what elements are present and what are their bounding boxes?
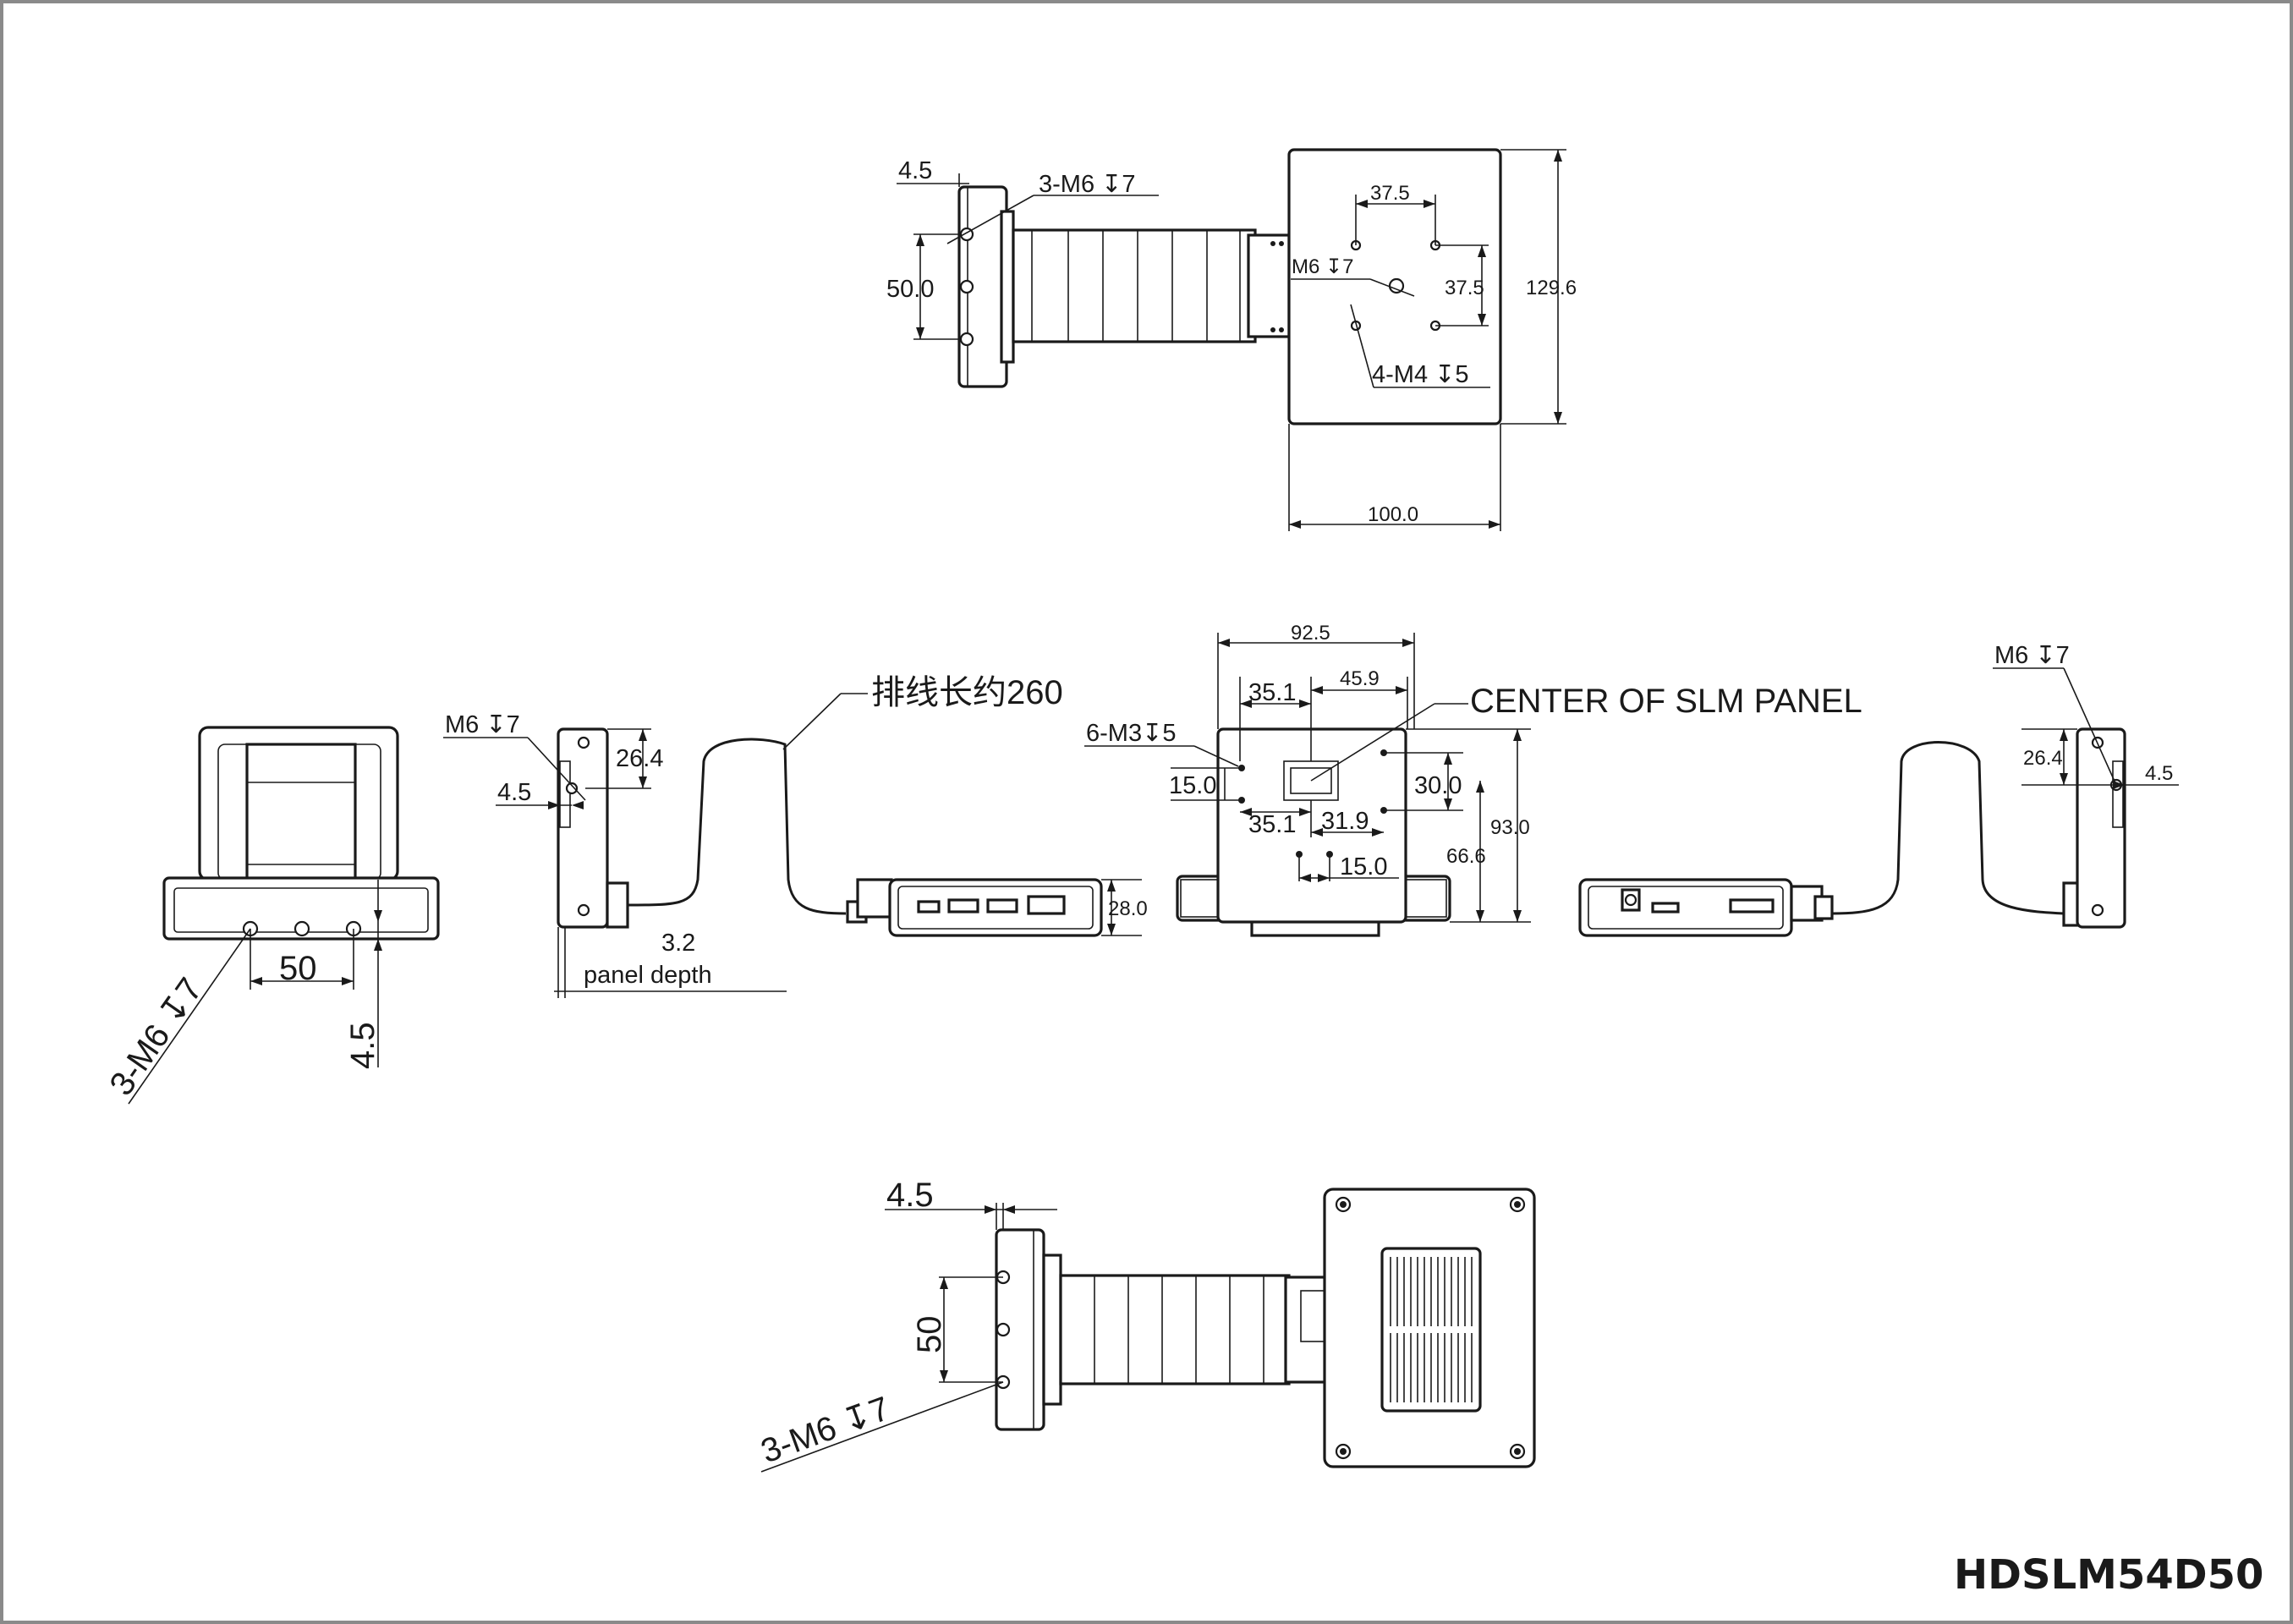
left-end-view: 50 4.5 3-M6 ↧7 xyxy=(102,726,440,1105)
right-side-thread-m6: M6 ↧7 xyxy=(1994,642,2070,669)
right-side-view: M6 ↧7 26.4 4.5 xyxy=(1578,642,2179,937)
left-side-view: 26.4 M6 ↧7 4.5 3.2 panel depth 排线长约260 xyxy=(443,674,1063,998)
front-view: 92.5 35.1 45.9 CENTER OF SLM PANEL 6-M3↧… xyxy=(1084,622,1862,937)
top-dim-50-0: 50.0 xyxy=(886,276,934,303)
front-dim-35-1-mid: 35.1 xyxy=(1248,811,1296,838)
dp-port xyxy=(1027,895,1066,915)
top-dim-37-5-h: 37.5 xyxy=(1370,182,1410,205)
bottom-dim-4-5: 4.5 xyxy=(886,1177,934,1214)
left-side-housing xyxy=(557,727,609,929)
front-dim-35-1-top: 35.1 xyxy=(1248,679,1296,706)
top-flange-hole xyxy=(959,332,974,347)
driver-dim-28-0: 28.0 xyxy=(1108,897,1148,920)
bottom-cable-connector xyxy=(1284,1276,1330,1384)
bottom-dim-50: 50 xyxy=(911,1316,948,1354)
pin-header xyxy=(1729,898,1775,914)
left-side-thread-m6: M6 ↧7 xyxy=(445,711,520,738)
left-end-dim-4-5: 4.5 xyxy=(344,1022,381,1069)
left-side-connector xyxy=(606,881,629,929)
hdmi-port xyxy=(986,898,1018,914)
front-thread-6-m3: 6-M3↧5 xyxy=(1086,720,1177,747)
top-thread-3-m6: 3-M6 ↧7 xyxy=(1039,171,1136,198)
usb-port xyxy=(917,900,941,914)
front-dim-15-0-bottom: 15.0 xyxy=(1340,853,1387,881)
usb-port xyxy=(1651,902,1680,914)
top-dim-4-5: 4.5 xyxy=(898,157,932,184)
cable-length-note: 排线长约260 xyxy=(871,674,1063,711)
hdmi-port xyxy=(947,898,979,914)
panel-depth-label: panel depth xyxy=(584,962,712,989)
top-flange-hole xyxy=(959,279,974,294)
right-side-dim-26-4: 26.4 xyxy=(2023,747,2063,770)
top-dim-129-6: 129.6 xyxy=(1526,277,1577,299)
bottom-flange-plate xyxy=(1042,1254,1062,1406)
top-dim-100-0: 100.0 xyxy=(1368,503,1418,526)
cable-loop-left xyxy=(627,738,847,915)
front-dim-93-0: 93.0 xyxy=(1490,816,1530,839)
left-side-dim-26-4: 26.4 xyxy=(616,745,663,772)
front-dim-66-6: 66.6 xyxy=(1446,845,1486,868)
left-end-thread-3-m6: 3-M6 ↧7 xyxy=(102,971,210,1102)
left-side-dim-3-2: 3.2 xyxy=(661,930,695,957)
left-side-dim-4-5: 4.5 xyxy=(497,779,531,806)
left-end-dim-50: 50 xyxy=(279,950,317,987)
bottom-ribbon-cable xyxy=(1059,1274,1291,1385)
top-dim-37-5-v: 37.5 xyxy=(1445,277,1484,299)
bottom-view: 4.5 50 3-M6 ↧7 xyxy=(756,1177,1536,1473)
top-view: 4.5 50.0 3-M6 ↧7 37.5 37.5 M6 ↧7 4-M4 ↧5 xyxy=(886,148,1577,531)
heatsink-vent xyxy=(1380,1247,1482,1413)
center-of-slm-panel-callout: CENTER OF SLM PANEL xyxy=(1470,683,1862,720)
front-dim-30-0: 30.0 xyxy=(1414,772,1462,799)
right-side-dim-4-5: 4.5 xyxy=(2145,762,2173,785)
front-dim-92-5: 92.5 xyxy=(1291,622,1330,645)
front-dim-45-9: 45.9 xyxy=(1340,667,1380,690)
driver-box: 28.0 xyxy=(846,878,1148,937)
cable-loop-right xyxy=(1831,741,2065,915)
top-ribbon-cable xyxy=(1012,228,1257,343)
bottom-thread-3-m6: 3-M6 ↧7 xyxy=(756,1390,895,1470)
right-side-housing xyxy=(2076,727,2126,929)
top-cable-connector xyxy=(1247,233,1291,338)
left-end-cable xyxy=(245,743,357,881)
top-thread-4-m4: 4-M4 ↧5 xyxy=(1372,361,1469,388)
front-dim-15-0-left: 15.0 xyxy=(1169,772,1216,799)
front-slm-head xyxy=(1216,727,1407,924)
front-dim-31-9: 31.9 xyxy=(1321,808,1369,835)
top-flange-plate xyxy=(1000,210,1015,364)
top-thread-m6: M6 ↧7 xyxy=(1292,255,1353,278)
model-name: HDSLM54D50 xyxy=(1954,1551,2263,1599)
left-end-base xyxy=(162,876,440,941)
